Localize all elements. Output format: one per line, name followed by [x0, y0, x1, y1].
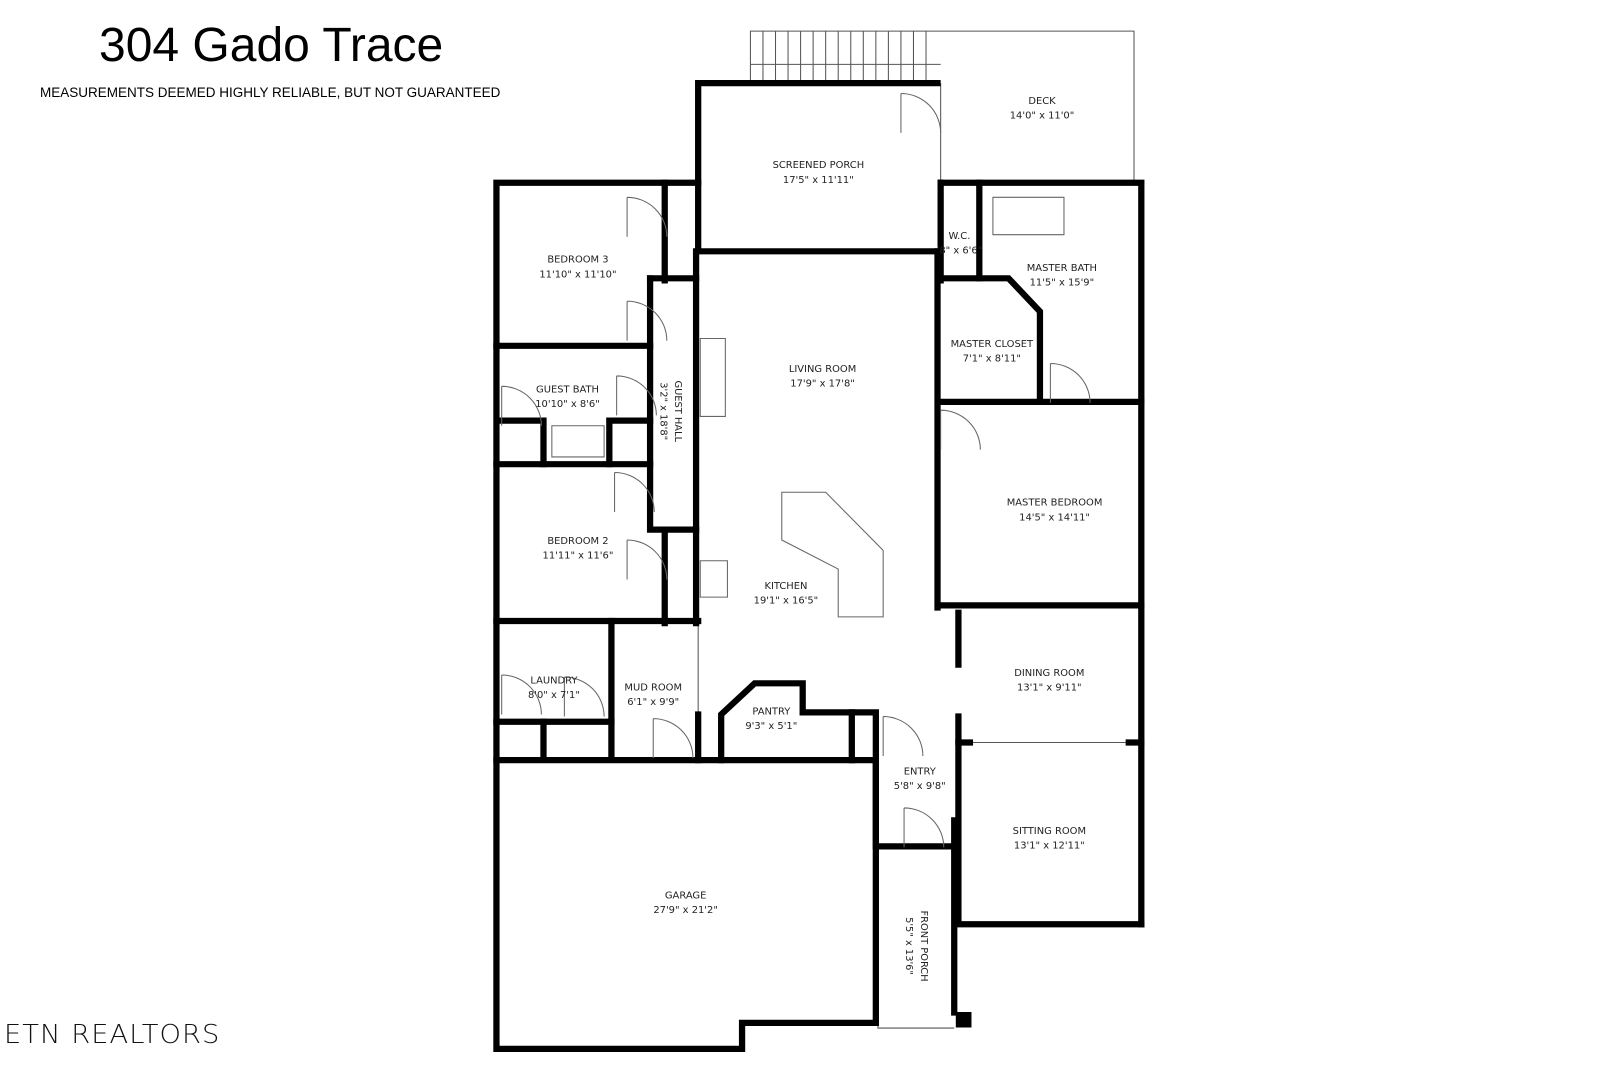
room-label-mud-room: MUD ROOM 6'1" x 9'9"	[624, 683, 682, 709]
room-size: 14'0" x 11'0"	[1010, 110, 1075, 121]
fireplace	[699, 338, 726, 417]
room-label-screened-porch: SCREENED PORCH 17'5" x 11'11"	[773, 160, 865, 186]
outline-line	[877, 846, 955, 1029]
room-name: BEDROOM 3	[547, 255, 608, 266]
room-name: W.C.	[949, 231, 971, 242]
room-label-master-bath: MASTER BATH 11'5" x 15'9"	[1027, 263, 1097, 289]
room-label-garage: GARAGE 27'9" x 21'2"	[653, 890, 718, 916]
room-size: 3'2" x 18'8"	[658, 382, 669, 440]
door-swing	[1049, 362, 1091, 403]
outline-line	[749, 30, 1135, 182]
room-size: 9'3" x 5'1"	[745, 721, 797, 732]
room-size: 5'5" x 13'6"	[903, 917, 914, 975]
room-label-front-porch: FRONT PORCH 5'5" x 13'6"	[903, 911, 929, 982]
room-size: 11'5" x 15'9"	[1030, 278, 1095, 289]
room-label-bedroom-2: BEDROOM 2 11'11" x 11'6"	[543, 536, 614, 562]
door-swing	[903, 807, 945, 848]
room-size: 13'1" x 9'11"	[1017, 683, 1082, 694]
wall	[872, 757, 958, 850]
room-name: SCREENED PORCH	[773, 160, 865, 171]
room-size: 17'9" x 17'8"	[790, 378, 855, 389]
room-label-pantry: PANTRY 9'3" x 5'1"	[745, 706, 797, 732]
room-size: 6'1" x 9'9"	[627, 697, 679, 708]
door-swing	[626, 196, 668, 237]
room-label-wc: W.C. '8" x 6'6"	[937, 231, 983, 257]
room-name: GARAGE	[665, 890, 706, 901]
room-name: GUEST BATH	[536, 385, 599, 396]
room-name: GUEST HALL	[672, 380, 683, 442]
room-size: 17'5" x 11'11"	[783, 175, 854, 186]
door-swing	[626, 300, 668, 341]
room-name: BEDROOM 2	[547, 536, 608, 547]
door-swing	[563, 676, 605, 717]
room-name: SITTING ROOM	[1013, 826, 1086, 837]
room-name: DINING ROOM	[1014, 668, 1084, 679]
room-name: KITCHEN	[764, 581, 807, 592]
room-name: MASTER CLOSET	[951, 339, 1034, 350]
door-swing	[501, 674, 542, 715]
room-size: 11'11" x 11'6"	[543, 551, 614, 562]
door-swing	[501, 385, 542, 426]
room-label-dining-room: DINING ROOM 13'1" x 9'11"	[1014, 668, 1084, 694]
room-size: 19'1" x 16'5"	[754, 595, 819, 606]
wall	[937, 275, 1044, 406]
wall	[718, 680, 879, 764]
room-size: 8'0" x 7'1"	[528, 690, 580, 701]
room-name: LIVING ROOM	[789, 364, 856, 375]
porch-post	[955, 1011, 972, 1028]
door-swing	[616, 375, 657, 416]
property-title: 304 Gado Trace	[99, 19, 444, 72]
room-label-sitting-room: SITTING ROOM 13'1" x 12'11"	[1013, 826, 1086, 852]
room-label-entry: ENTRY 5'8" x 9'8"	[894, 767, 946, 793]
room-size: 27'9" x 21'2"	[653, 905, 718, 916]
room-label-laundry: LAUNDRY 8'0" x 7'1"	[528, 675, 580, 701]
wall	[606, 417, 654, 468]
door-swing	[940, 409, 981, 450]
room-label-master-closet: MASTER CLOSET 7'1" x 8'11"	[951, 339, 1034, 365]
room-name: DECK	[1028, 96, 1056, 107]
door-swing	[614, 471, 655, 512]
door-swing	[900, 92, 942, 133]
room-size: 11'10" x 11'10"	[539, 269, 616, 280]
fixtures	[501, 92, 1091, 848]
wall	[646, 275, 700, 533]
room-label-bedroom-3: BEDROOM 3 11'10" x 11'10"	[539, 255, 616, 281]
room-name: PANTRY	[752, 706, 791, 717]
room-size: 5'8" x 9'8"	[894, 781, 946, 792]
kitchen-island	[781, 491, 884, 618]
range	[699, 560, 728, 598]
room-name: FRONT PORCH	[918, 911, 929, 982]
room-label-deck: DECK 14'0" x 11'0"	[1010, 96, 1075, 122]
room-size: 13'1" x 12'11"	[1014, 840, 1085, 851]
room-name: LAUNDRY	[530, 675, 578, 686]
door-swing	[626, 539, 668, 580]
room-label-kitchen: KITCHEN 19'1" x 16'5"	[754, 581, 819, 607]
room-name: MASTER BATH	[1027, 263, 1097, 274]
room-size: '8" x 6'6"	[937, 245, 983, 256]
wall	[498, 417, 547, 468]
room-name: MASTER BEDROOM	[1007, 498, 1103, 509]
room-label-guest-bath: GUEST BATH 10'10" x 8'6"	[535, 385, 600, 411]
wall	[493, 179, 879, 1052]
room-name: ENTRY	[904, 767, 937, 778]
door-swing	[882, 716, 924, 757]
guest-tub	[551, 425, 605, 458]
room-label-living-room: LIVING ROOM 17'9" x 17'8"	[789, 364, 856, 390]
master-tub	[992, 196, 1065, 236]
realtor-logo: ETN REALTORS	[4, 1020, 221, 1050]
room-label-master-bedroom: MASTER BEDROOM 14'5" x 14'11"	[1007, 498, 1103, 524]
measurement-disclaimer: MEASUREMENTS DEEMED HIGHLY RELIABLE, BUT…	[40, 85, 501, 100]
room-size: 10'10" x 8'6"	[535, 399, 600, 410]
room-size: 14'5" x 14'11"	[1019, 512, 1090, 523]
wall	[937, 179, 1145, 928]
room-name: MUD ROOM	[624, 683, 682, 694]
room-size: 7'1" x 8'11"	[963, 353, 1021, 364]
walls	[493, 79, 1145, 1052]
wall	[695, 79, 941, 253]
wall	[955, 713, 1145, 928]
door-swing	[652, 718, 694, 759]
